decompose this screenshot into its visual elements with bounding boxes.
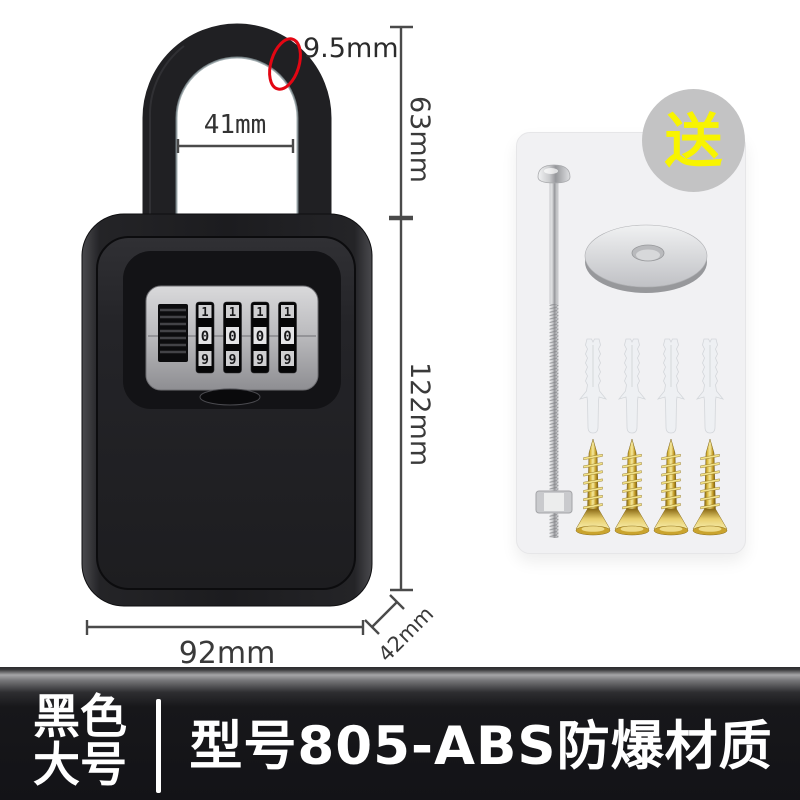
keyhole-groove [199,388,261,406]
dial-4-digit-bottom: 9 [284,353,292,368]
shackle [142,23,332,232]
dial-2-digit-top: 1 [229,305,236,319]
dim-label-shackle-height: 63mm [404,96,435,183]
dial-1[interactable]: 1 0 9 [195,301,215,374]
shackle-diameter-highlight-circle [268,37,302,91]
hardware-kit [535,164,728,538]
washer-disc [584,224,708,293]
lock-diagram: 1 0 9 1 0 9 1 [81,23,413,635]
gift-badge: 送 [642,89,745,192]
gift-badge-label: 送 [664,106,723,175]
dial-2[interactable]: 1 0 9 [223,301,242,374]
dim-label-shackle-inner-width: 41mm [203,110,267,140]
gold-screws [575,438,728,536]
dial-3-digit-middle: 0 [256,329,264,345]
variant-line2: 大号 [33,738,127,793]
dial-2-digit-middle: 0 [228,329,236,345]
dial-1-digit-top: 1 [201,305,208,319]
dial-3-digit-top: 1 [256,305,263,319]
reset-slider[interactable] [158,304,188,362]
dim-label-body-width: 92mm [178,636,276,671]
footer-divider [156,699,161,793]
mounting-bolt [535,164,573,538]
dial-4-digit-middle: 0 [283,329,291,345]
accessory-card [516,132,746,554]
dial-4-digit-top: 1 [284,305,291,319]
dial-4[interactable]: 1 0 9 [278,301,297,374]
footer-bar: 黑色 大号 型号805-ABS防爆材质 [0,667,800,800]
lock-body: 1 0 9 1 0 9 1 [81,213,373,607]
dim-label-body-height: 122mm [404,362,435,467]
variant-line1: 黑色 [33,690,127,745]
dimension-lines [85,25,413,635]
dial-3-digit-bottom: 9 [256,353,264,368]
combination-dials: 1 0 9 1 0 9 1 [195,301,297,374]
wall-anchors [579,338,724,434]
dial-1-digit-middle: 0 [201,329,209,345]
dial-1-digit-bottom: 9 [201,353,209,368]
dial-3[interactable]: 1 0 9 [250,301,270,374]
dim-label-shackle-diameter: 9.5mm [303,33,399,64]
dial-2-digit-bottom: 9 [229,353,237,368]
model-text: 型号805-ABS防爆材质 [189,715,773,777]
variant-label: 黑色 大号 [10,694,150,790]
